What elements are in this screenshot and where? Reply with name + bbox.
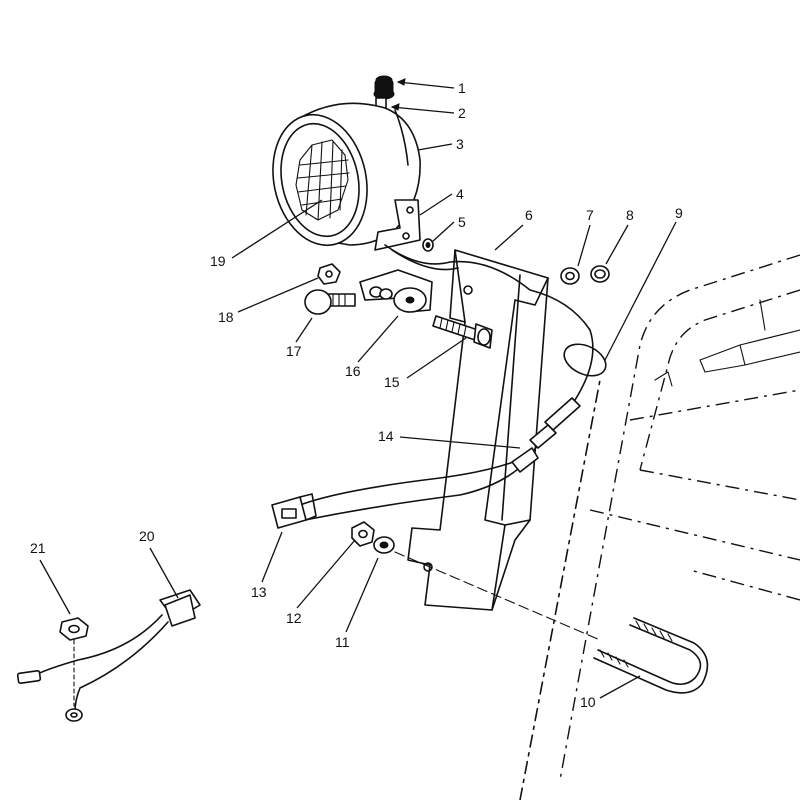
callout-21: 21 xyxy=(30,540,46,556)
part-13-plug xyxy=(271,493,317,529)
callout-7: 7 xyxy=(586,207,594,223)
part-7-nut xyxy=(560,267,580,285)
callout-13: 13 xyxy=(251,584,267,600)
leader-lines xyxy=(39,78,677,699)
callout-12: 12 xyxy=(286,610,302,626)
part-14-connector xyxy=(511,397,581,473)
part-18-nut xyxy=(317,263,341,285)
callout-11: 11 xyxy=(335,634,350,650)
callout-17: 17 xyxy=(286,343,302,359)
bracket-washers xyxy=(369,286,393,300)
callout-16: 16 xyxy=(345,363,361,379)
part-16-bracket-plate xyxy=(359,269,433,313)
callout-labels: 1 2 3 4 5 6 7 8 9 10 11 12 13 14 15 16 1… xyxy=(30,80,683,710)
callout-9: 9 xyxy=(675,205,683,221)
part-20-plug-harness xyxy=(16,589,201,722)
part-12-nut xyxy=(351,521,375,547)
callout-8: 8 xyxy=(626,207,634,223)
part-15-bolt xyxy=(432,315,493,349)
callout-10: 10 xyxy=(580,694,596,710)
part-17-carriage-bolt xyxy=(304,289,356,315)
mounting-axis-line xyxy=(394,551,601,641)
callout-3: 3 xyxy=(456,136,464,152)
vehicle-frame xyxy=(519,254,800,800)
callout-5: 5 xyxy=(458,214,466,230)
callout-18: 18 xyxy=(218,309,234,325)
callout-2: 2 xyxy=(458,105,466,121)
callout-1: 1 xyxy=(458,80,466,96)
part-10-u-bolt xyxy=(593,617,709,694)
callout-20: 20 xyxy=(139,528,155,544)
callout-19: 19 xyxy=(210,253,226,269)
callout-14: 14 xyxy=(378,428,394,444)
part-3-lamp-housing xyxy=(272,102,421,247)
part-1-knob xyxy=(373,75,395,100)
callout-15: 15 xyxy=(384,374,400,390)
part-4-lamp-bracket xyxy=(374,199,421,251)
callout-6: 6 xyxy=(525,207,533,223)
callout-4: 4 xyxy=(456,186,464,202)
part-21-nut xyxy=(59,617,89,707)
part-8-washer xyxy=(590,265,610,283)
part-11-washer xyxy=(373,536,395,554)
part-5-washer xyxy=(422,238,434,252)
